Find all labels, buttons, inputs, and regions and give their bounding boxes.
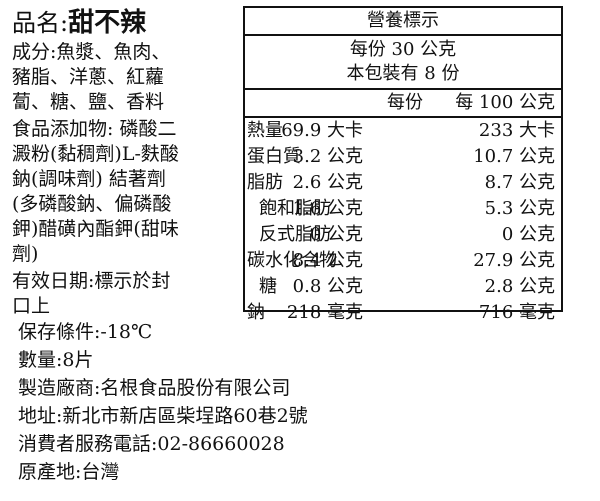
nutrient-label: 飽和脂肪 [259, 198, 331, 219]
header-per-serving: 每份 [387, 92, 423, 113]
nutrient-per-100g: 2.8 公克 [484, 276, 555, 297]
nutrient-per-100g: 10.7 公克 [473, 146, 555, 167]
manufacturer: 製造廠商:名根食品股份有限公司 [18, 377, 291, 399]
nutrient-per-serving: 8.4 公克 [292, 250, 363, 271]
nutrient-label: 脂肪 [247, 172, 283, 193]
address: 地址:新北市新店區柴埕路60巷2號 [18, 405, 308, 427]
nutrient-per-100g: 8.7 公克 [484, 172, 555, 193]
nutrient-per-100g: 0 公克 [501, 224, 555, 245]
nutrient-per-serving: 0.8 公克 [292, 276, 363, 297]
nutrient-per-serving: 218 毫克 [286, 302, 363, 323]
nutrition-title: 營養標示 [245, 8, 561, 36]
nutrient-label: 糖 [259, 276, 277, 297]
quantity: 數量:8片 [18, 349, 94, 371]
product-name-value: 甜不辣 [68, 8, 147, 38]
nutrient-label: 熱量 [247, 120, 283, 141]
nutrient-per-100g: 5.3 公克 [484, 198, 555, 219]
additives-line: (多磷酸鈉、偏磷酸 [12, 193, 172, 215]
nutrient-label: 反式脂肪 [259, 224, 331, 245]
nutrition-row: 鈉 218 毫克 716 毫克 [245, 300, 561, 326]
nutrition-header: 每份 每 100 公克 [245, 88, 561, 118]
ingredients-line: 豬脂、洋蔥、紅蘿 [12, 66, 165, 88]
additives-text: 食品添加物: 磷酸二 澱粉(黏稠劑)L-麩酸 鈉(調味劑) 結著劑 (多磷酸鈉、… [12, 117, 240, 267]
nutrient-per-100g: 27.9 公克 [473, 250, 555, 271]
ingredients-text: 成分:魚漿、魚肉、 豬脂、洋蔥、紅蘿 蔔、糖、鹽、香料 [12, 40, 240, 115]
nutrient-per-serving: 2.6 公克 [292, 172, 363, 193]
service-phone: 消費者服務電話:02-86660028 [18, 433, 285, 455]
nutrient-label: 蛋白質 [247, 146, 301, 167]
additives-line: 鈉(調味劑) 結著劑 [12, 168, 166, 190]
nutrition-row: 糖 0.8 公克 2.8 公克 [245, 274, 561, 300]
additives-line: 劑) [12, 243, 39, 265]
nutrient-per-100g: 233 大卡 [478, 120, 555, 141]
nutrient-per-100g: 716 毫克 [478, 302, 555, 323]
additives-line: 澱粉(黏稠劑)L-麩酸 [12, 143, 179, 165]
servings-per-package: 本包裝有 8 份 [346, 63, 460, 84]
product-info: 保存條件:-18℃ 數量:8片 製造廠商:名根食品股份有限公司 地址:新北市新店… [18, 318, 308, 486]
serving-size: 每份 30 公克 [349, 39, 457, 60]
nutrient-per-serving: 0 公克 [309, 224, 363, 245]
product-name-label: 品名: [12, 9, 69, 37]
nutrition-row: 脂肪 2.6 公克 8.7 公克 [245, 170, 561, 196]
nutrient-per-serving: 1.6 公克 [292, 198, 363, 219]
nutrient-per-serving: 3.2 公克 [292, 146, 363, 167]
product-name: 品名:甜不辣 [12, 8, 240, 38]
expiry-line: 口上 [12, 295, 51, 317]
serving-info: 每份 30 公克 本包裝有 8 份 [245, 36, 561, 86]
additives-line: 食品添加物: 磷酸二 [12, 118, 177, 140]
additives-line: 鉀)醋磺內酯鉀(甜味 [12, 218, 179, 240]
expiry-text: 有效日期:標示於封 口上 [12, 269, 240, 319]
ingredients-line: 蔔、糖、鹽、香料 [12, 91, 165, 113]
ingredients-panel: 品名:甜不辣 成分:魚漿、魚肉、 豬脂、洋蔥、紅蘿 蔔、糖、鹽、香料 食品添加物… [12, 8, 240, 319]
ingredients-line: 成分:魚漿、魚肉、 [12, 41, 171, 63]
header-per-100g: 每 100 公克 [455, 92, 555, 113]
origin: 原產地:台灣 [18, 461, 120, 483]
expiry-line: 有效日期:標示於封 [12, 270, 171, 292]
storage-condition: 保存條件:-18℃ [18, 321, 153, 343]
nutrient-label: 鈉 [247, 302, 265, 323]
nutrient-label: 碳水化合物 [247, 250, 337, 271]
nutrient-per-serving: 69.9 大卡 [281, 120, 363, 141]
